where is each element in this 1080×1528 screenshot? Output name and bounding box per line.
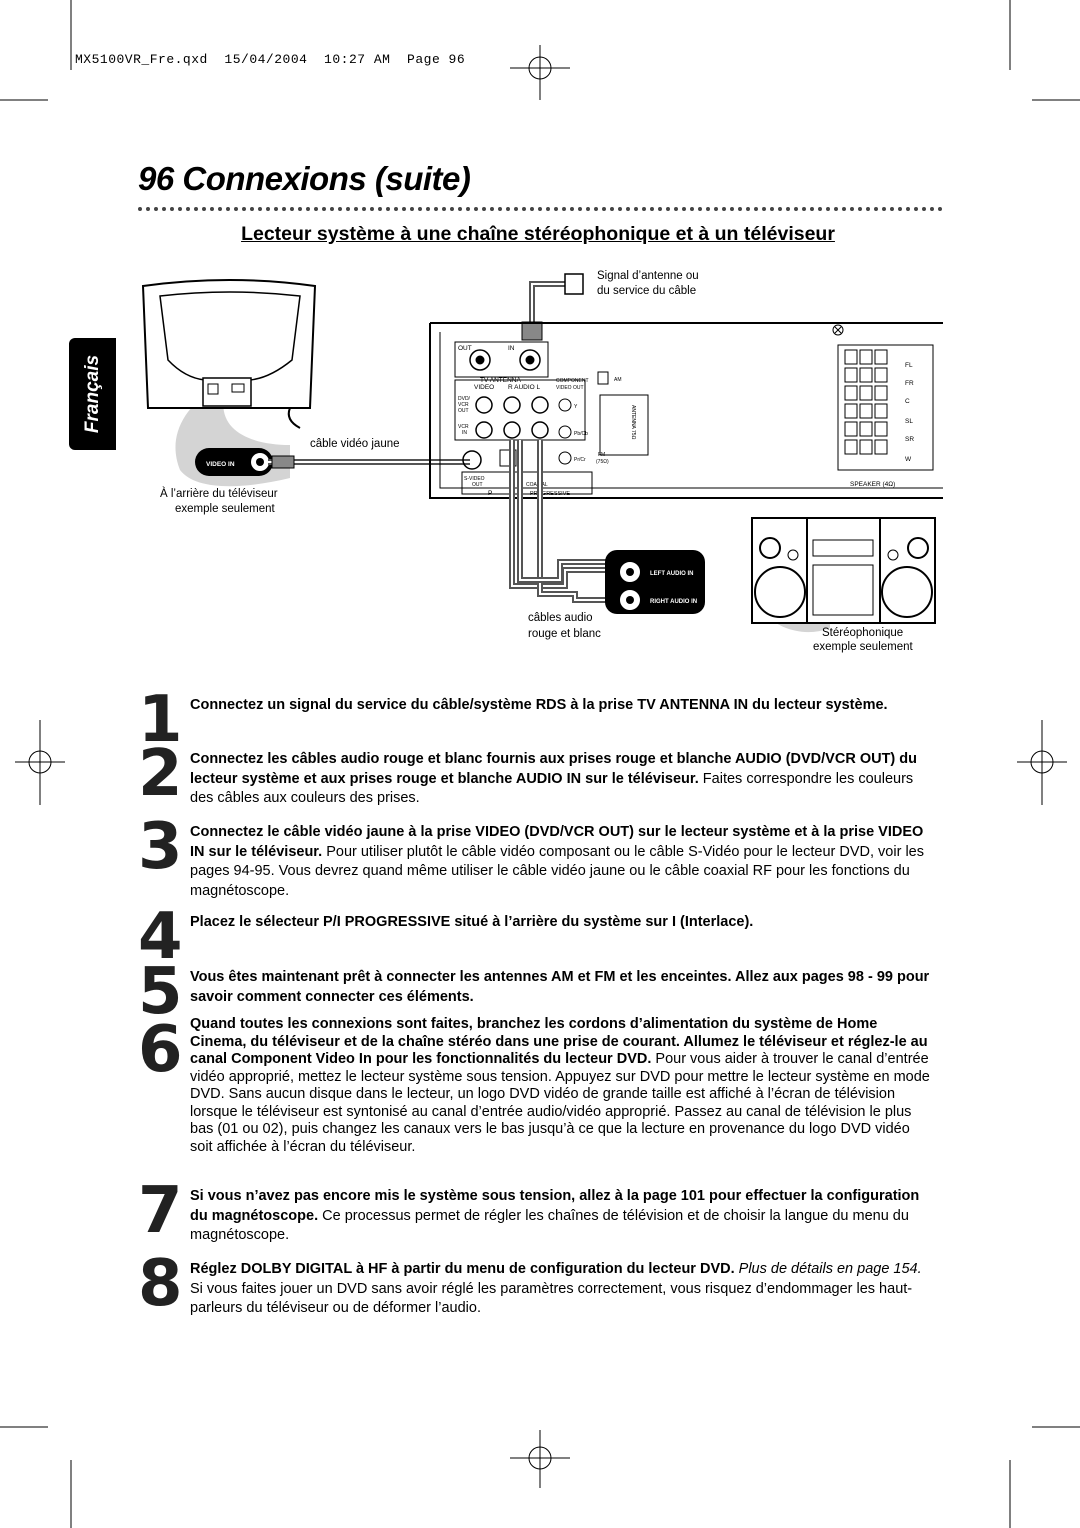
speaker-sr-label: SR <box>905 436 914 443</box>
tv-caption-1: À l’arrière du téléviseur <box>160 487 278 500</box>
tv-rear <box>141 279 317 429</box>
page-title: 96 Connexions (suite) <box>138 160 471 197</box>
panel-fm-label: FM <box>598 452 605 458</box>
panel-svideo-label: S-VIDEO <box>464 476 485 482</box>
panel-vcr-in-label: VCR <box>458 424 469 430</box>
panel-video-label: VIDEO <box>474 384 494 391</box>
audio-cables-label-1: câbles audio <box>528 612 593 624</box>
panel-out2-label: OUT <box>458 408 469 414</box>
step-text: Vous êtes maintenant prêt à connecter le… <box>190 969 930 1005</box>
speaker-fl-label: FL <box>905 362 913 369</box>
speaker-terminals <box>844 349 888 455</box>
antenna-signal-label-2: du service du câble <box>597 285 696 297</box>
right-audio-in-label: RIGHT AUDIO IN <box>650 599 697 605</box>
step-number: 5 <box>138 955 183 1029</box>
panel-in-label: IN <box>508 345 515 352</box>
step-number: 6 <box>138 1013 183 1087</box>
tv-video-in-jack: VIDEO IN <box>195 448 273 476</box>
panel-dvd-label: DVD/ <box>458 396 471 402</box>
panel-svideo-out-label: OUT <box>472 482 483 488</box>
step-number: 8 <box>138 1247 183 1321</box>
panel-prcr-label: Pr/Cr <box>574 457 586 463</box>
panel-am-label: AM <box>614 377 622 383</box>
tv-video-in-label: VIDEO IN <box>206 461 235 468</box>
step-text: Réglez DOLBY DIGITAL à HF à partir du me… <box>190 1261 922 1316</box>
panel-p-label: P <box>488 490 492 497</box>
yellow-cable-label: câble vidéo jaune <box>310 438 400 450</box>
step-number: 2 <box>138 737 183 811</box>
panel-y-label: Y <box>574 404 578 410</box>
panel-antenna-label: ANTENNA 75Ω <box>630 405 636 440</box>
panel-fm-75-label: (75Ω) <box>596 459 609 465</box>
step-text: Connectez le câble vidéo jaune à la pris… <box>190 824 924 899</box>
panel-vcr-label: VCR <box>458 402 469 408</box>
antenna-cable <box>521 273 584 341</box>
panel-out-label: OUT <box>458 345 472 352</box>
panel-component-label: COMPONENT <box>556 378 589 384</box>
connection-diagram: VIDEO IN <box>141 270 943 653</box>
step-number: 1 <box>138 683 183 757</box>
step-text: Placez le sélecteur P/I PROGRESSIVE situ… <box>190 914 754 930</box>
panel-vcr-in-label2: IN <box>462 430 467 436</box>
system-rear-panel <box>429 322 943 499</box>
stereo-system <box>751 517 936 624</box>
section-subtitle: Lecteur système à une chaîne stéréophoni… <box>241 223 835 245</box>
panel-pbcb-label: Pb/Cb <box>574 431 588 437</box>
stereo-caption-1: Stéréophonique <box>822 627 903 639</box>
panel-video-out-label: VIDEO OUT <box>556 385 584 391</box>
panel-tv-antenna-label: TV ANTENNA <box>480 377 521 384</box>
step-text: Si vous n’avez pas encore mis le système… <box>190 1188 920 1243</box>
left-audio-in-label: LEFT AUDIO IN <box>650 571 693 577</box>
step-text: Connectez un signal du service du câble/… <box>190 697 888 713</box>
stereo-audio-in-jacks: LEFT AUDIO IN RIGHT AUDIO IN <box>605 550 705 614</box>
slug-line: MX5100VR_Fre.qxd 15/04/2004 10:27 AM Pag… <box>75 52 466 67</box>
tv-caption-2: exemple seulement <box>175 503 276 515</box>
speaker-c-label: C <box>905 398 910 405</box>
speaker-w-label: W <box>905 456 912 463</box>
step-number: 4 <box>138 900 183 974</box>
antenna-signal-label-1: Signal d’antenne ou <box>597 270 699 282</box>
stereo-caption-2: exemple seulement <box>813 641 914 653</box>
panel-audio-label: R AUDIO L <box>508 384 541 391</box>
step-number: 7 <box>138 1174 183 1248</box>
step-text: Connectez les câbles audio rouge et blan… <box>190 751 918 806</box>
speaker-sl-label: SL <box>905 418 913 425</box>
language-tab: Français <box>69 338 116 450</box>
speaker-fr-label: FR <box>905 380 914 387</box>
audio-cables-label-2: rouge et blanc <box>528 628 601 640</box>
audio-cables <box>509 440 615 603</box>
dotted-divider <box>138 207 943 211</box>
speaker-label: SPEAKER (4Ω) <box>850 481 895 488</box>
panel-coaxial-label: COAXIAL <box>526 482 548 488</box>
step-number: 3 <box>138 810 183 884</box>
step-text: Quand toutes les connexions sont faites,… <box>190 1016 930 1155</box>
panel-progressive-label: PROGRESSIVE <box>530 491 570 497</box>
